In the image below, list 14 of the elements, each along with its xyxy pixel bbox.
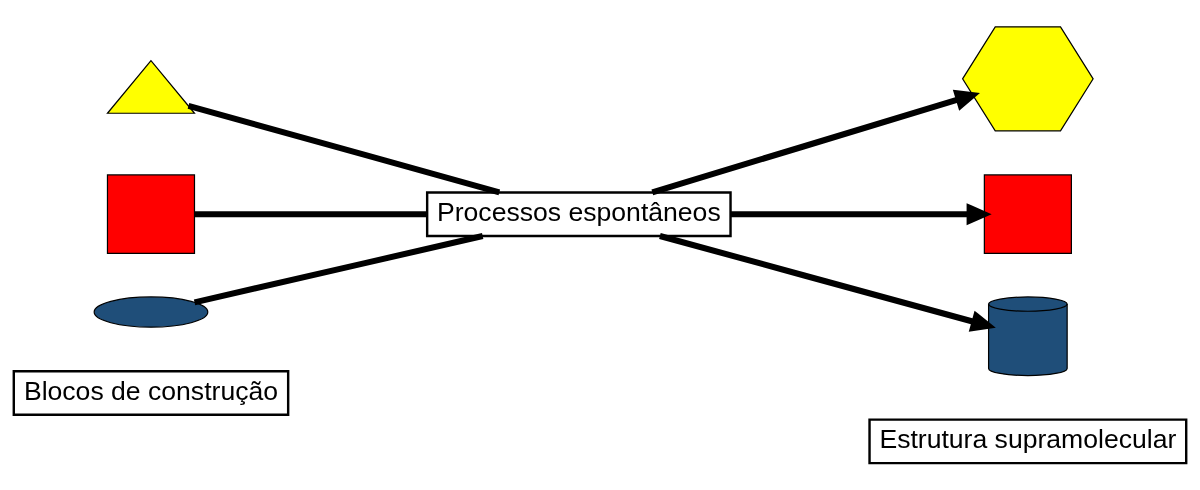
arrow	[651, 89, 980, 196]
node-hexagon	[961, 26, 1094, 132]
node-triangle	[106, 59, 196, 114]
arrow	[730, 203, 992, 226]
node-box	[983, 174, 1072, 255]
arrow	[659, 233, 996, 332]
node-box: Processos espontâneos	[425, 191, 732, 238]
node-box	[106, 174, 196, 255]
connector	[193, 233, 484, 306]
connector	[194, 211, 427, 218]
node-box: Blocos de construção	[12, 370, 290, 417]
node-box: Estrutura supramolecular	[868, 418, 1188, 465]
connector	[187, 102, 501, 196]
node-ellipse	[93, 296, 209, 328]
